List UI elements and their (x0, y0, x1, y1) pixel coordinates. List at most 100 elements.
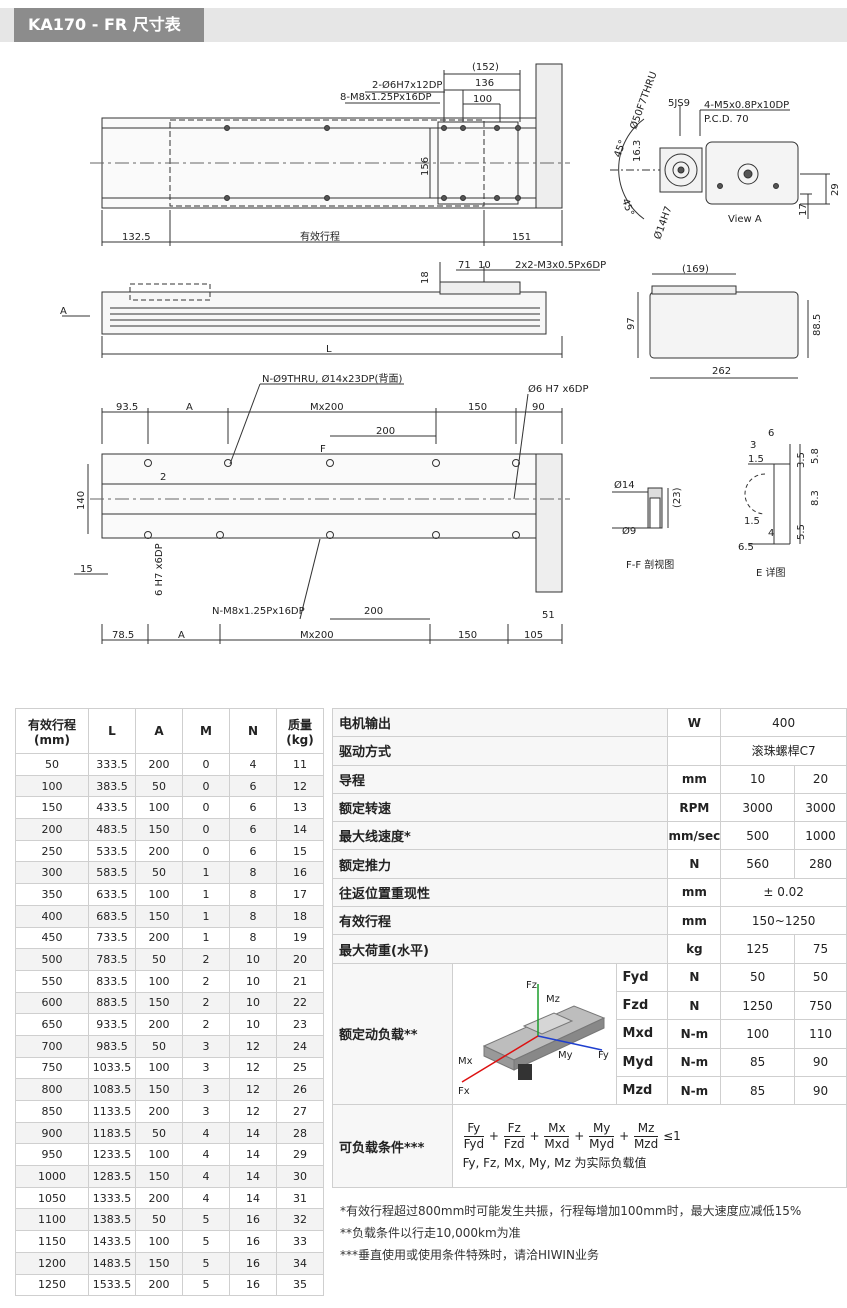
table-cell: 200 (15, 818, 89, 841)
bottom-view (74, 383, 570, 644)
table-cell: 933.5 (88, 1013, 136, 1036)
bottom-dim-Mx200-top: Mx200 (310, 402, 344, 413)
table-cell: 100 (135, 1143, 183, 1167)
table-cell: 1183.5 (88, 1121, 136, 1145)
top-dim-left: 132.5 (122, 232, 151, 243)
table-cell: 35 (276, 1273, 324, 1297)
side-dim-18: 18 (420, 271, 431, 284)
row-repeat: 往返位置重现性 mm ± 0.02 (331, 877, 847, 908)
bottom-callout-thru: N-Ø9THRU, Ø14x23DP(背面) (262, 372, 402, 385)
table-cell: 1333.5 (88, 1186, 136, 1210)
detail-e-dim-10: 6.5 (738, 542, 754, 553)
diag-fy: Fy (598, 1050, 609, 1061)
table-cell: 1483.5 (88, 1251, 136, 1275)
table-cell: 4 (182, 1121, 230, 1145)
load-diagram: Fz Mz Mx Fx My Fy (451, 962, 617, 1106)
detail-e-dim-4: 3.5 (796, 452, 807, 468)
col-stroke: 有效行程 (mm) (15, 708, 89, 754)
side-label-A: A (60, 306, 67, 317)
top-dim-136: 136 (475, 78, 494, 89)
view-a-callout-2: 5JS9 (668, 98, 690, 109)
table-cell: 300 (15, 861, 89, 885)
detail-e-dim-9: 4 (768, 528, 774, 539)
detail-e-dim-3: 1.5 (748, 454, 764, 465)
table-cell: 100 (135, 969, 183, 993)
ff-dim-23: (23) (672, 487, 683, 508)
table-cell: 23 (276, 1013, 324, 1036)
table-cell: 0 (182, 796, 230, 820)
table-cell: 150 (135, 1078, 183, 1101)
table-cell: 200 (135, 1186, 183, 1210)
table-cell: 1033.5 (88, 1056, 136, 1080)
table-cell: 750 (15, 1056, 89, 1080)
row-dyn-mxd: Mxd N-m 100 110 (333, 1019, 847, 1049)
table-cell: 10 (229, 969, 277, 993)
table-cell: 350 (15, 883, 89, 906)
bottom-dim-200-top: 200 (376, 426, 395, 437)
table-cell: 33 (276, 1230, 324, 1253)
diag-mx: Mx (458, 1056, 473, 1067)
detail-e-dim-6: 8.3 (810, 490, 821, 506)
table-cell: 50 (135, 1208, 183, 1232)
table-cell: 3 (182, 1078, 230, 1101)
table-cell: 150 (135, 818, 183, 841)
table-cell: 17 (276, 883, 324, 906)
table-cell: 583.5 (88, 861, 136, 885)
side-dim-10: 10 (478, 260, 491, 271)
side-dim-L: L (326, 344, 332, 355)
row-lead: 导程 mm 10 20 (331, 764, 847, 794)
bottom-dim-F: F (320, 444, 326, 455)
bottom-dim-A-bot: A (178, 630, 185, 641)
table-cell: 10 (229, 991, 277, 1015)
table-cell: 26 (276, 1078, 324, 1101)
view-a-angle-1: 45° (612, 139, 628, 159)
table-cell: 2 (182, 948, 230, 971)
table-cell: 3 (182, 1034, 230, 1058)
table-cell: 450 (15, 926, 89, 950)
table-cell: 8 (229, 926, 277, 950)
footnotes: *有效行程超过800mm时可能发生共振，行程每增加100mm时，最大速度应减低1… (340, 1200, 801, 1266)
col-M: M (182, 708, 230, 754)
bottom-dim-150-top: 150 (468, 402, 487, 413)
table-cell: 21 (276, 969, 324, 993)
note-1: *有效行程超过800mm时可能发生共振，行程每增加100mm时，最大速度应减低1… (340, 1204, 802, 1218)
table-cell: 1083.5 (88, 1078, 136, 1101)
detail-e-dim-2: 3 (750, 440, 756, 451)
table-cell: 8 (229, 904, 277, 928)
view-a (610, 106, 830, 220)
table-cell: 6 (229, 774, 277, 798)
row-speed: 额定转速 RPM 3000 3000 (331, 792, 847, 823)
side-view (62, 262, 600, 358)
top-dim-right: 151 (512, 232, 531, 243)
bottom-dim-200-bot: 200 (364, 606, 383, 617)
table-cell: 200 (135, 926, 183, 950)
view-a-callout-4: P.C.D. 70 (704, 114, 749, 125)
page-title: KA170 - FR 尺寸表 (14, 8, 204, 42)
view-a-angle-2: 45° (619, 197, 635, 217)
table-cell: 12 (276, 774, 324, 798)
table-cell: 8 (229, 883, 277, 906)
table-cell: 50 (135, 774, 183, 798)
table-cell: 0 (182, 818, 230, 841)
table-cell: 1 (182, 861, 230, 885)
table-cell: 13 (276, 796, 324, 820)
diag-fz: Fz (526, 980, 537, 991)
ff-label: F-F 剖视图 (626, 558, 674, 571)
table-cell: 150 (135, 1165, 183, 1188)
table-cell: 633.5 (88, 883, 136, 906)
bottom-callout-pin2: 6 H7 x6DP (154, 543, 165, 596)
row-max-speed: 最大线速度* mm/sec 500 1000 (331, 821, 847, 851)
table-cell: 28 (276, 1121, 324, 1145)
table-cell: 4 (182, 1186, 230, 1210)
